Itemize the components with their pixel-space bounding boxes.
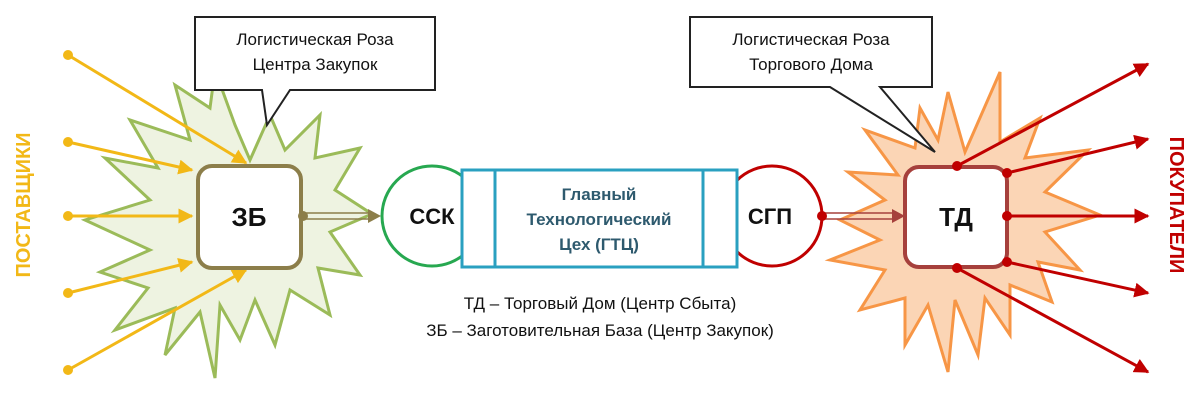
left-callout-line-1: Логистическая Роза — [236, 30, 394, 49]
supplier-arrows — [67, 53, 248, 372]
right-callout-bubble — [689, 16, 936, 153]
buyer-dots — [952, 161, 1012, 273]
buyer-dot — [1002, 257, 1012, 267]
buyer-arrow — [956, 266, 1150, 374]
buyer-arrow — [956, 62, 1150, 168]
supplier-dot — [63, 137, 73, 147]
suppliers-label: ПОСТАВЩИКИ — [13, 132, 35, 277]
gtc-line-2: Технологический — [527, 210, 672, 229]
supplier-arrow — [67, 140, 194, 175]
supplier-dot — [63, 50, 73, 60]
zb-to-ssk-arrow — [298, 209, 381, 223]
supplier-dot — [63, 288, 73, 298]
supplier-arrow — [67, 257, 194, 295]
buyers-label: ПОКУПАТЕЛИ — [1165, 137, 1187, 274]
buyer-arrow — [1006, 260, 1150, 298]
buyer-dot — [1002, 211, 1012, 221]
ssk-label: ССК — [409, 204, 455, 229]
td-label: ТД — [939, 202, 973, 232]
sgp-to-td-arrow — [817, 209, 905, 223]
buyer-dot — [1002, 168, 1012, 178]
gtc-block — [460, 168, 739, 269]
buyer-dot — [952, 161, 962, 171]
left-callout-line-2: Центра Закупок — [253, 55, 378, 74]
buyer-arrows — [956, 62, 1150, 374]
right-callout-line-1: Логистическая Роза — [732, 30, 890, 49]
gtc-line-1: Главный — [562, 185, 637, 204]
left-callout-bubble — [194, 16, 436, 128]
supplier-arrow — [67, 268, 248, 372]
right-callout-line-2: Торгового Дома — [749, 55, 873, 74]
buyer-arrow — [1006, 134, 1150, 175]
supplier-dot — [63, 365, 73, 375]
supplier-dots — [63, 50, 73, 375]
supplier-arrow — [67, 53, 248, 165]
zb-label: ЗБ — [232, 202, 267, 232]
gtc-line-3: Цех (ГТЦ) — [559, 235, 639, 254]
sgp-label: СГП — [748, 204, 792, 229]
legend-line-td: ТД – Торговый Дом (Центр Сбыта) — [464, 294, 737, 313]
supplier-dot — [63, 211, 73, 221]
buyer-dot — [952, 263, 962, 273]
legend-line-zb: ЗБ – Заготовительная База (Центр Закупок… — [426, 321, 774, 340]
